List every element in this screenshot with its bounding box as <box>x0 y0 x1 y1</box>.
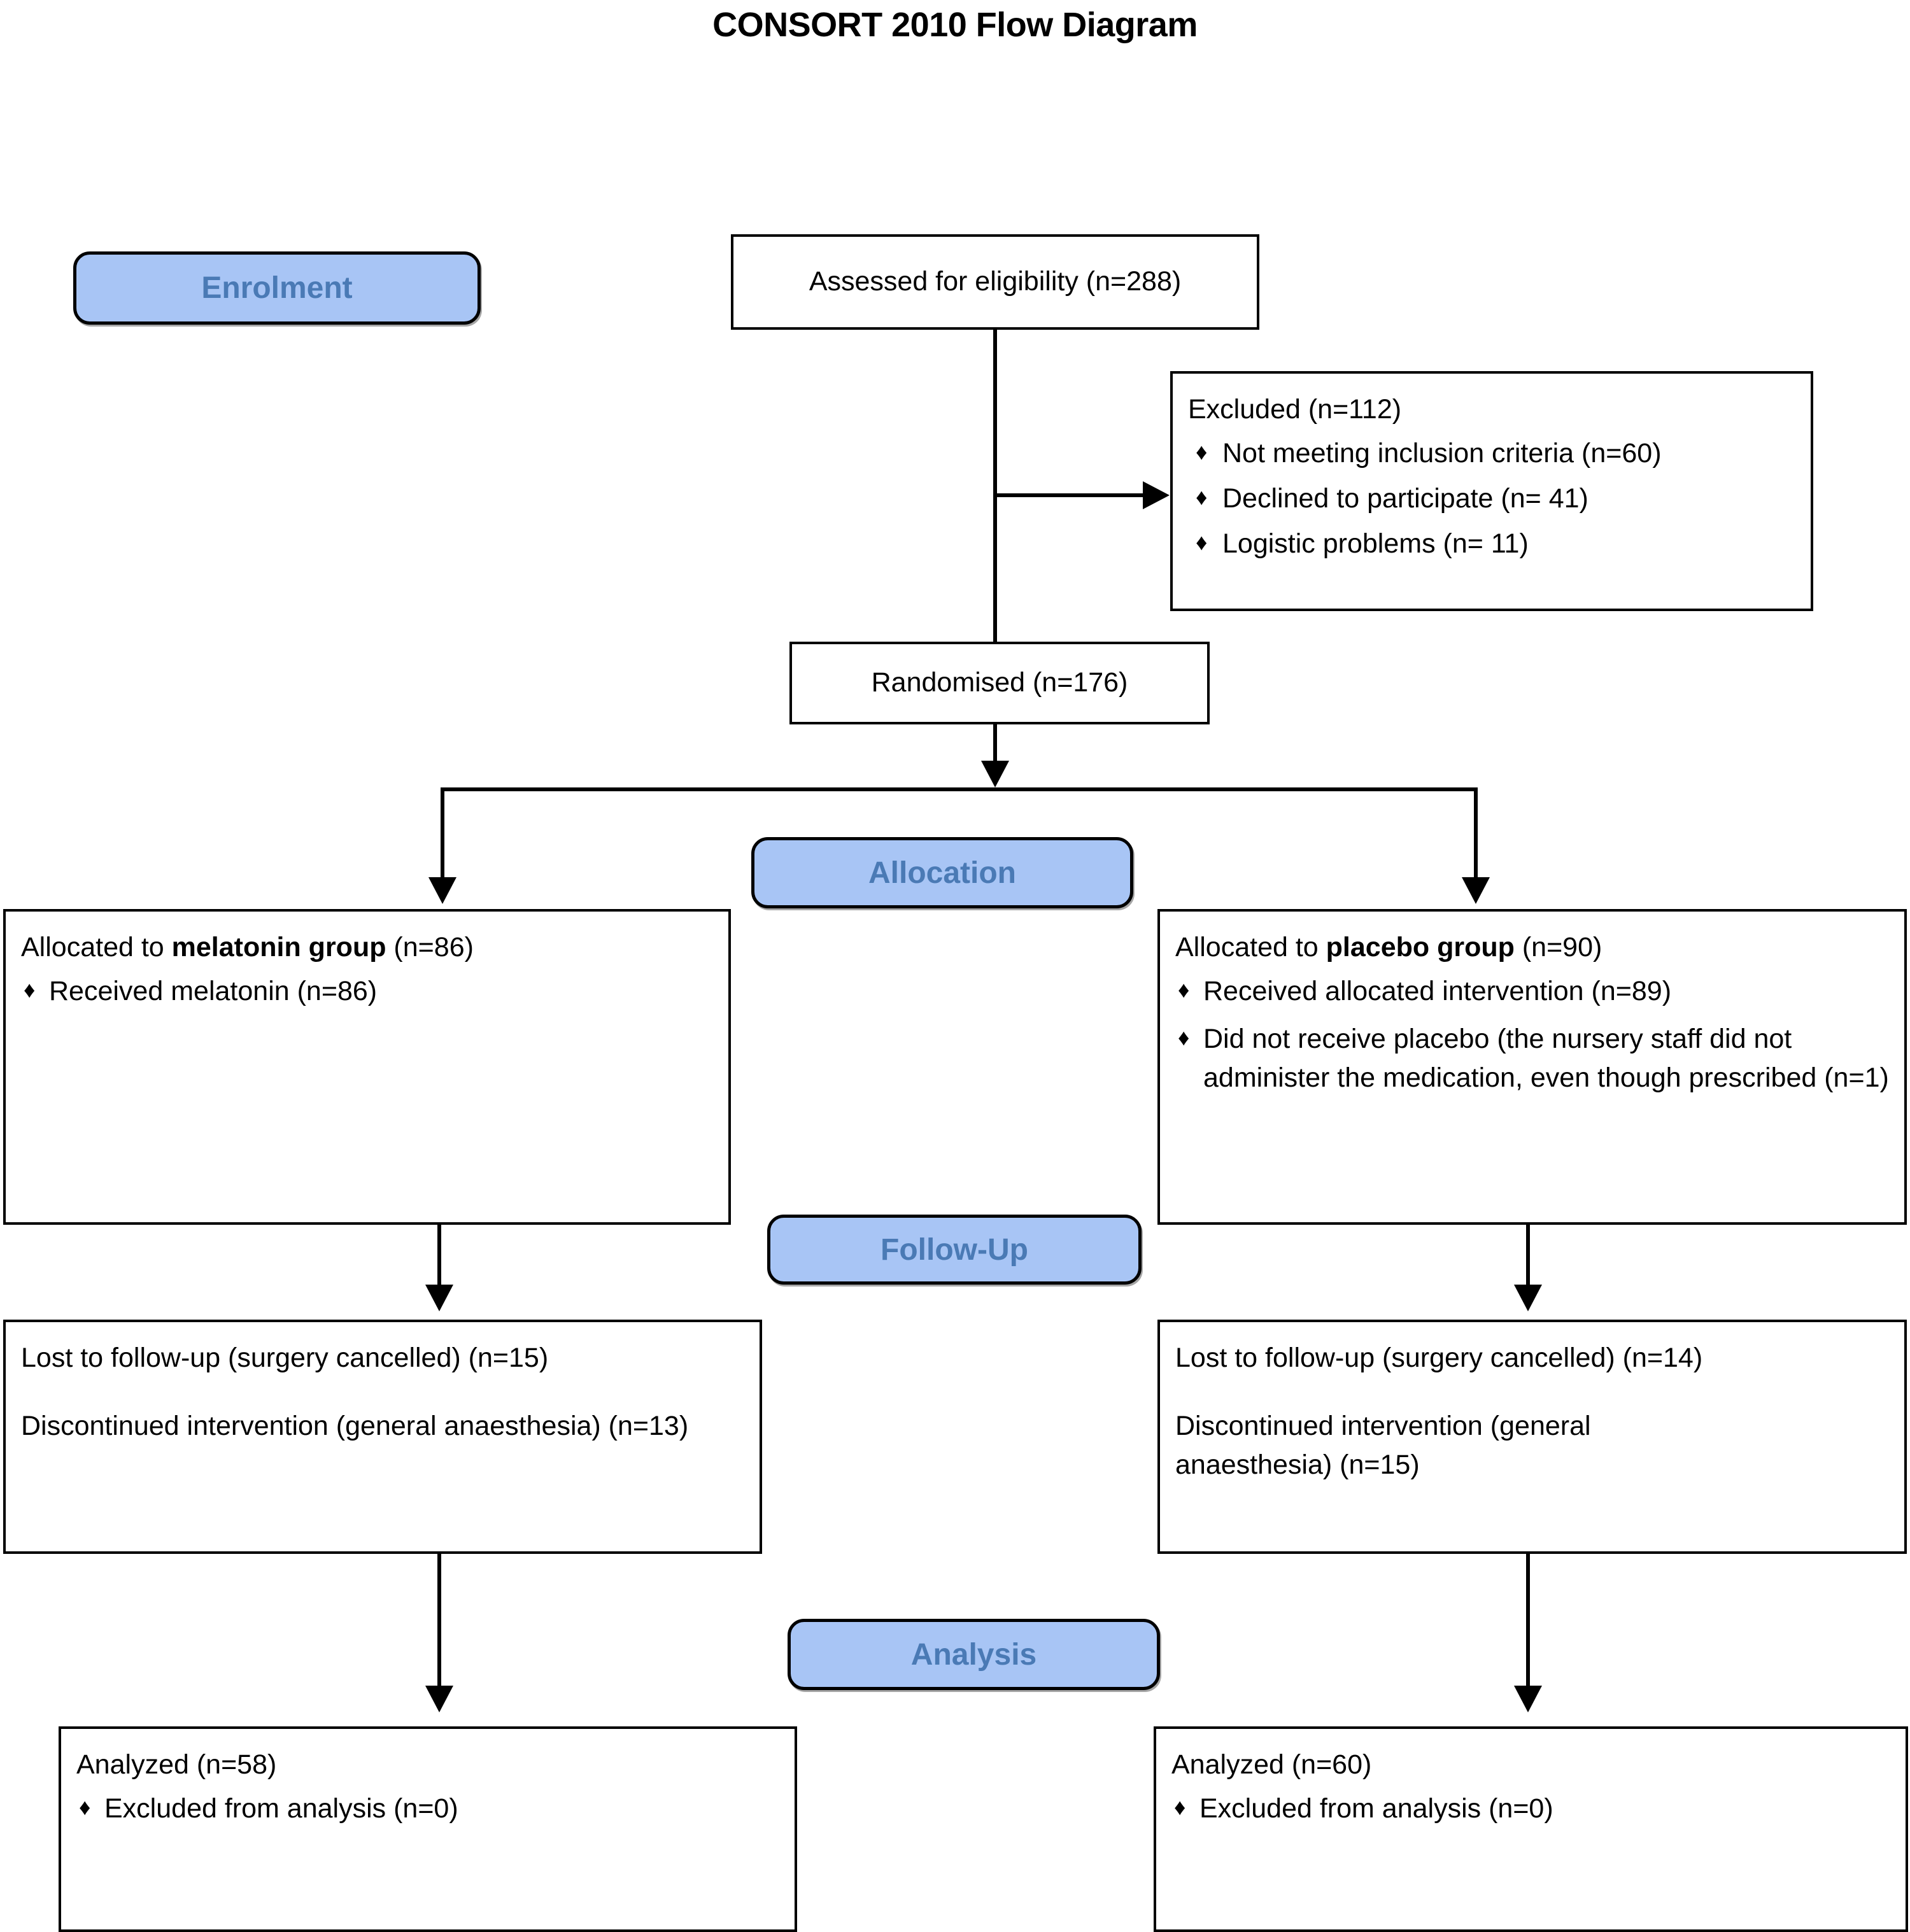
arrowhead-alloc-left-to-followup <box>425 1285 453 1311</box>
diamond-bullet-icon: ♦ <box>1196 439 1208 465</box>
diamond-bullet-icon: ♦ <box>1178 1024 1190 1051</box>
excluded-heading: Excluded (n=112) <box>1188 394 1402 425</box>
analysis-right-list: ♦ Excluded from analysis (n=0) <box>1171 1789 1890 1828</box>
alloc-right-list: ♦ Received allocated intervention (n=89)… <box>1175 972 1889 1097</box>
node-assessed-for-eligibility: Assessed for eligibility (n=288) <box>731 234 1259 330</box>
node-excluded: Excluded (n=112) ♦ Not meeting inclusion… <box>1170 371 1813 611</box>
list-item: ♦ Excluded from analysis (n=0) <box>1171 1789 1890 1828</box>
diamond-bullet-icon: ♦ <box>1174 1794 1186 1821</box>
analysis-left-heading: Analyzed (n=58) <box>76 1749 277 1780</box>
alloc-right-heading-suffix: (n=90) <box>1514 932 1602 962</box>
connector-followup-right-to-analysis <box>1526 1554 1530 1695</box>
list-item: ♦ Not meeting inclusion criteria (n=60) <box>1188 434 1795 473</box>
phase-label-followup: Follow-Up <box>767 1215 1142 1285</box>
arrowhead-randomised-down <box>981 761 1009 787</box>
connector-to-excluded <box>993 493 1146 497</box>
alloc-left-heading-suffix: (n=86) <box>386 932 474 962</box>
alloc-left-list: ♦ Received melatonin (n=86) <box>21 972 713 1011</box>
diamond-bullet-icon: ♦ <box>1196 529 1208 556</box>
node-followup-melatonin: Lost to follow-up (surgery cancelled) (n… <box>3 1320 762 1554</box>
list-item-label: Declined to participate (n= 41) <box>1222 483 1588 514</box>
list-item-label: Logistic problems (n= 11) <box>1222 528 1529 560</box>
followup-left-line2: Discontinued intervention (general anaes… <box>21 1411 689 1442</box>
assessed-text: Assessed for eligibility (n=288) <box>809 266 1182 297</box>
arrowhead-alloc-right-to-followup <box>1514 1285 1542 1311</box>
alloc-left-heading-bold: melatonin group <box>171 932 386 962</box>
list-item: ♦ Declined to participate (n= 41) <box>1188 479 1795 518</box>
connector-split-left-drop <box>441 787 444 880</box>
alloc-left-heading: Allocated to melatonin group (n=86) <box>21 928 713 967</box>
phase-label-allocation: Allocation <box>751 837 1133 908</box>
connector-assessed-to-randomised <box>993 330 997 642</box>
connector-split-right-drop <box>1474 787 1478 880</box>
node-allocated-melatonin: Allocated to melatonin group (n=86) ♦ Re… <box>3 909 731 1225</box>
list-item-label: Excluded from analysis (n=0) <box>104 1793 458 1824</box>
list-item: ♦ Received allocated intervention (n=89) <box>1175 972 1889 1011</box>
excluded-list: ♦ Not meeting inclusion criteria (n=60) … <box>1188 434 1795 563</box>
diamond-bullet-icon: ♦ <box>79 1794 91 1821</box>
node-followup-placebo: Lost to follow-up (surgery cancelled) (n… <box>1157 1320 1907 1554</box>
arrowhead-followup-left-to-analysis <box>425 1686 453 1712</box>
analysis-right-heading: Analyzed (n=60) <box>1171 1749 1372 1780</box>
diamond-bullet-icon: ♦ <box>1178 977 1190 1003</box>
node-analyzed-melatonin: Analyzed (n=58) ♦ Excluded from analysis… <box>59 1726 797 1932</box>
alloc-right-heading: Allocated to placebo group (n=90) <box>1175 928 1889 967</box>
diamond-bullet-icon: ♦ <box>24 977 36 1003</box>
alloc-left-heading-prefix: Allocated to <box>21 932 172 962</box>
node-analyzed-placebo: Analyzed (n=60) ♦ Excluded from analysis… <box>1154 1726 1908 1932</box>
phase-label-followup-text: Follow-Up <box>881 1232 1028 1267</box>
alloc-right-heading-bold: placebo group <box>1326 932 1515 962</box>
list-item: ♦ Did not receive placebo (the nursery s… <box>1175 1020 1889 1097</box>
connector-randomised-down <box>993 724 997 764</box>
node-randomised: Randomised (n=176) <box>789 642 1210 724</box>
connector-alloc-right-to-followup <box>1526 1225 1530 1295</box>
connector-followup-left-to-analysis <box>437 1554 441 1695</box>
phase-label-enrolment-text: Enrolment <box>201 271 353 305</box>
connector-allocation-split-bar <box>441 787 1478 791</box>
arrowhead-split-right <box>1462 877 1490 904</box>
followup-right-line1: Lost to follow-up (surgery cancelled) (n… <box>1175 1343 1703 1373</box>
phase-label-allocation-text: Allocation <box>868 856 1016 890</box>
alloc-right-heading-prefix: Allocated to <box>1175 932 1326 962</box>
randomised-text: Randomised (n=176) <box>871 667 1128 698</box>
arrowhead-split-left <box>428 877 456 904</box>
diamond-bullet-icon: ♦ <box>1196 484 1208 511</box>
followup-right-line2: Discontinued intervention (general anaes… <box>1175 1411 1591 1481</box>
list-item-label: Did not receive placebo (the nursery sta… <box>1203 1024 1889 1094</box>
phase-label-analysis: Analysis <box>788 1619 1160 1690</box>
page-title: CONSORT 2010 Flow Diagram <box>712 6 1198 44</box>
arrowhead-followup-right-to-analysis <box>1514 1686 1542 1712</box>
phase-label-analysis-text: Analysis <box>910 1637 1037 1672</box>
list-item: ♦ Logistic problems (n= 11) <box>1188 525 1795 563</box>
analysis-left-list: ♦ Excluded from analysis (n=0) <box>76 1789 779 1828</box>
list-item-label: Excluded from analysis (n=0) <box>1199 1793 1553 1824</box>
list-item-label: Not meeting inclusion criteria (n=60) <box>1222 438 1662 469</box>
phase-label-enrolment: Enrolment <box>73 251 481 325</box>
list-item: ♦ Received melatonin (n=86) <box>21 972 713 1011</box>
list-item-label: Received melatonin (n=86) <box>49 976 378 1007</box>
list-item-label: Received allocated intervention (n=89) <box>1203 976 1672 1007</box>
node-allocated-placebo: Allocated to placebo group (n=90) ♦ Rece… <box>1157 909 1907 1225</box>
followup-left-line1: Lost to follow-up (surgery cancelled) (n… <box>21 1343 549 1373</box>
arrowhead-to-excluded <box>1143 481 1170 509</box>
list-item: ♦ Excluded from analysis (n=0) <box>76 1789 779 1828</box>
connector-alloc-left-to-followup <box>437 1225 441 1295</box>
